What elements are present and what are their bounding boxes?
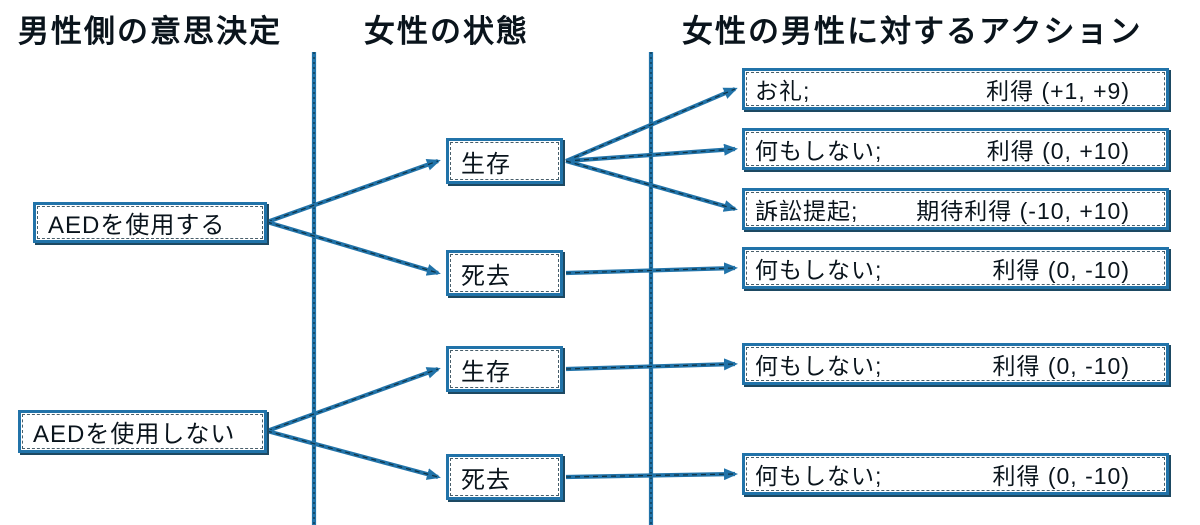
column-header-action: 女性の男性に対するアクション: [682, 14, 1143, 49]
column-header-decision: 男性側の意思決定: [18, 14, 282, 49]
outcome-action-label: 何もしない;: [755, 138, 883, 164]
outcome-node-thanks: お礼; 利得 (+1, +9): [742, 68, 1169, 110]
outcome-action-label: 訴訟提起;: [755, 198, 859, 224]
state-label: 生存: [461, 358, 511, 386]
decision-node-use-aed: AEDを使用する: [33, 202, 267, 243]
state-label: 死去: [461, 262, 511, 290]
state-node-survive-2: 生存: [446, 346, 563, 392]
decision-label: AEDを使用しない: [33, 421, 236, 448]
outcome-node-nothing-4: 何もしない; 利得 (0, -10): [742, 453, 1169, 495]
state-node-die-2: 死去: [446, 454, 563, 500]
state-node-die-1: 死去: [446, 250, 563, 296]
outcome-payoff-label: 期待利得 (-10, +10): [916, 198, 1130, 224]
state-node-survive-1: 生存: [446, 138, 563, 184]
outcome-payoff-label: 利得 (0, -10): [992, 257, 1130, 283]
outcome-action-label: お礼;: [755, 78, 811, 104]
outcome-action-label: 何もしない;: [755, 463, 883, 489]
decision-node-not-use-aed: AEDを使用しない: [18, 410, 267, 453]
outcome-payoff-label: 利得 (0, -10): [992, 463, 1130, 489]
decision-label: AEDを使用する: [48, 212, 226, 239]
column-header-state: 女性の状態: [364, 14, 529, 49]
outcome-payoff-label: 利得 (0, +10): [986, 138, 1130, 164]
outcome-payoff-label: 利得 (0, -10): [992, 353, 1130, 379]
outcome-action-label: 何もしない;: [755, 257, 883, 283]
outcome-node-nothing-2: 何もしない; 利得 (0, -10): [742, 247, 1169, 289]
outcome-payoff-label: 利得 (+1, +9): [986, 78, 1130, 104]
outcome-action-label: 何もしない;: [755, 353, 883, 379]
outcome-node-nothing-3: 何もしない; 利得 (0, -10): [742, 343, 1169, 385]
outcome-node-lawsuit: 訴訟提起; 期待利得 (-10, +10): [742, 188, 1169, 230]
state-label: 生存: [461, 150, 511, 178]
state-label: 死去: [461, 466, 511, 494]
outcome-node-nothing-1: 何もしない; 利得 (0, +10): [742, 128, 1169, 170]
